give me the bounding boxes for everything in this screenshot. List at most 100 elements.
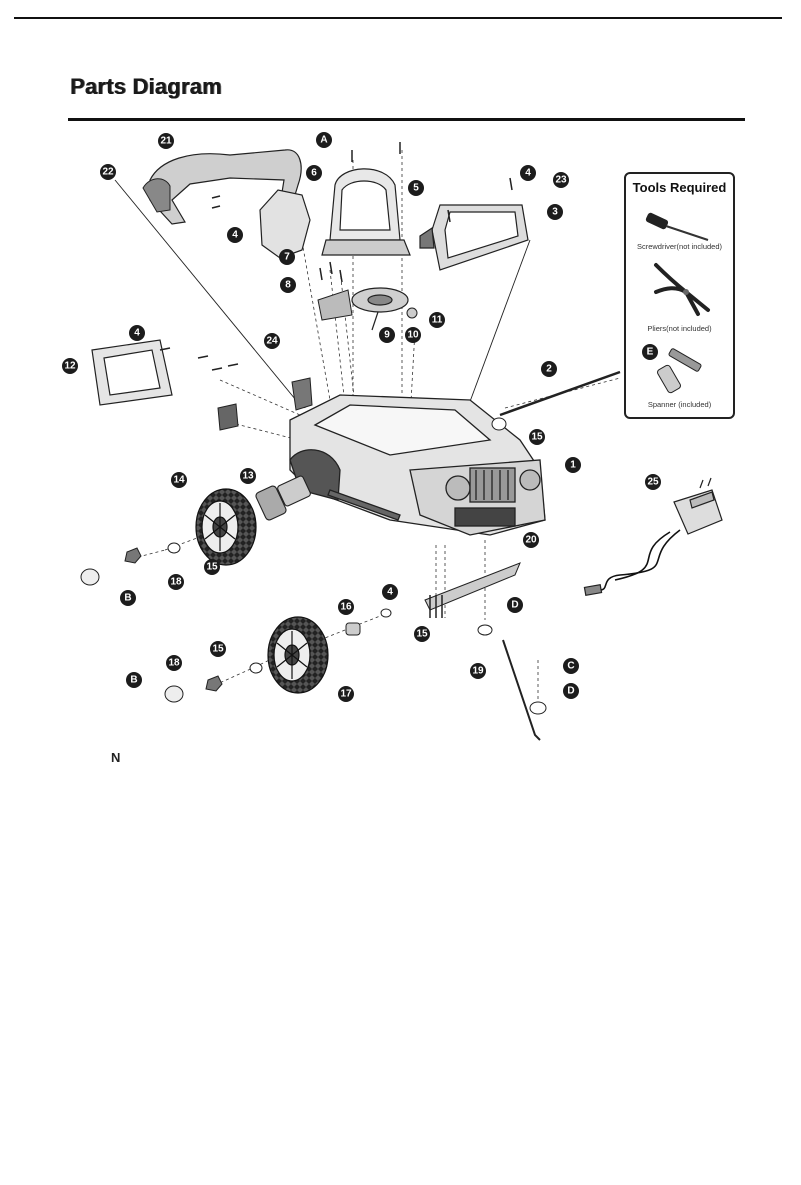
steering-bracket (425, 563, 520, 610)
tool-label-spanner: Spanner (included) (626, 400, 733, 409)
svg-text:12: 12 (64, 361, 76, 372)
svg-text:24: 24 (266, 336, 278, 347)
rear-axle (500, 372, 620, 415)
svg-text:4: 4 (134, 328, 140, 339)
svg-text:B: B (124, 593, 131, 604)
callout-4d: 4 (382, 584, 398, 600)
svg-text:4: 4 (387, 587, 393, 598)
steering-rod (503, 640, 540, 740)
callout-21: 21 (158, 133, 174, 149)
svg-text:15: 15 (212, 644, 224, 655)
note-marker: N (111, 750, 120, 765)
svg-text:5: 5 (413, 183, 419, 194)
callout-4a: 4 (227, 227, 243, 243)
callout-B2: B (126, 672, 142, 688)
svg-text:4: 4 (232, 230, 238, 241)
steering-cap (407, 308, 417, 318)
callout-15a: 15 (529, 429, 545, 445)
callout-24: 24 (264, 333, 280, 349)
callout-D1: D (507, 597, 523, 613)
svg-text:1: 1 (570, 460, 576, 471)
callout-6: 6 (306, 165, 322, 181)
callout-18b: 18 (166, 655, 182, 671)
callout-18a: 18 (168, 574, 184, 590)
callout-16: 16 (338, 599, 354, 615)
svg-text:6: 6 (311, 168, 317, 179)
callout-20: 20 (523, 532, 539, 548)
svg-text:22: 22 (102, 167, 114, 178)
svg-text:2: 2 (546, 364, 552, 375)
steering-wheel (352, 288, 408, 330)
svg-text:20: 20 (525, 535, 537, 546)
svg-text:7: 7 (284, 252, 290, 263)
seat-bracket (318, 290, 352, 320)
callout-B1: B (120, 590, 136, 606)
tools-required-box: Tools Required Screwdriver(not included)… (624, 172, 735, 419)
callout-23: 23 (553, 172, 569, 188)
callout-15d: 15 (210, 641, 226, 657)
svg-text:15: 15 (531, 432, 543, 443)
callout-15b: 15 (204, 559, 220, 575)
callout-8: 8 (280, 277, 296, 293)
svg-text:17: 17 (340, 689, 352, 700)
windshield (420, 205, 528, 270)
svg-text:18: 18 (168, 658, 180, 669)
motor (255, 475, 312, 521)
callout-19: 19 (470, 663, 486, 679)
callout-4c: 4 (129, 325, 145, 341)
svg-text:14: 14 (173, 475, 185, 486)
callout-7: 7 (279, 249, 295, 265)
seat (322, 169, 410, 255)
svg-text:16: 16 (340, 602, 352, 613)
svg-text:D: D (567, 686, 574, 697)
callout-D2: D (563, 683, 579, 699)
pliers-icon (646, 260, 716, 318)
svg-text:18: 18 (170, 577, 182, 588)
callout-3: 3 (547, 204, 563, 220)
svg-text:A: A (320, 135, 327, 146)
callout-4b: 4 (520, 165, 536, 181)
svg-text:9: 9 (384, 330, 390, 341)
svg-text:8: 8 (285, 280, 291, 291)
front-wheel (268, 617, 328, 693)
svg-text:19: 19 (472, 666, 484, 677)
rear-panel (260, 190, 310, 258)
screwdriver-icon (644, 202, 714, 242)
callout-2: 2 (541, 361, 557, 377)
charger (584, 478, 722, 595)
tools-heading: Tools Required (626, 180, 733, 195)
spanner-icon: E (640, 342, 720, 400)
svg-text:10: 10 (407, 330, 419, 341)
svg-text:23: 23 (555, 175, 567, 186)
tool-label-screwdriver: Screwdriver(not included) (626, 242, 733, 251)
side-lamp (292, 378, 312, 410)
rear-wheel (196, 489, 256, 565)
grip (143, 179, 170, 212)
svg-text:13: 13 (242, 471, 254, 482)
tail-lamp (218, 404, 238, 430)
svg-text:4: 4 (525, 168, 531, 179)
svg-text:15: 15 (416, 629, 428, 640)
svg-text:D: D (511, 600, 518, 611)
callout-12: 12 (62, 358, 78, 374)
callout-13: 13 (240, 468, 256, 484)
callout-A: A (316, 132, 332, 148)
callout-15c: 15 (414, 626, 430, 642)
callout-10: 10 (405, 327, 421, 343)
svg-text:3: 3 (552, 207, 558, 218)
callout-22: 22 (100, 164, 116, 180)
svg-text:21: 21 (160, 136, 172, 147)
callout-5: 5 (408, 180, 424, 196)
svg-text:15: 15 (206, 562, 218, 573)
tool-label-pliers: Pliers(not included) (626, 324, 733, 333)
callout-9: 9 (379, 327, 395, 343)
callout-17: 17 (338, 686, 354, 702)
callout-1: 1 (565, 457, 581, 473)
callout-14: 14 (171, 472, 187, 488)
callout-25: 25 (645, 474, 661, 490)
svg-text:B: B (130, 675, 137, 686)
svg-text:C: C (567, 661, 574, 672)
svg-text:11: 11 (432, 315, 443, 326)
callout-11: 11 (429, 312, 445, 328)
car-body (290, 395, 545, 535)
